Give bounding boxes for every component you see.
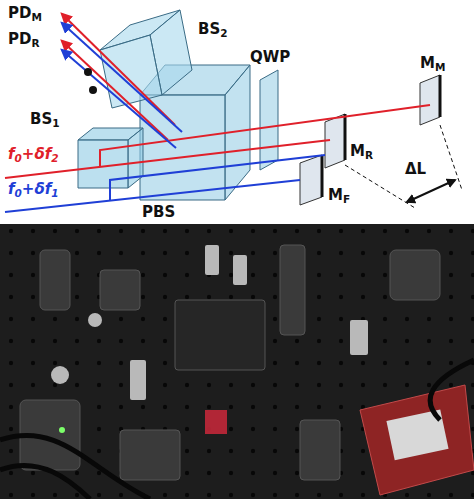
component-label: QWP: [250, 48, 290, 66]
component-label: PDR: [8, 30, 40, 49]
component-label: PDM: [8, 4, 42, 23]
beam-frequency-label: f0+δf2: [8, 145, 59, 164]
component-label: PBS: [142, 203, 175, 221]
component-label: MM: [420, 54, 445, 73]
component-label: BS1: [30, 110, 60, 129]
component-label: BS2: [198, 20, 228, 39]
component-label: ΔL: [405, 160, 426, 178]
beam-frequency-label: f0+δf1: [8, 180, 59, 199]
component-label: MR: [350, 142, 373, 161]
component-label: MF: [328, 186, 350, 205]
